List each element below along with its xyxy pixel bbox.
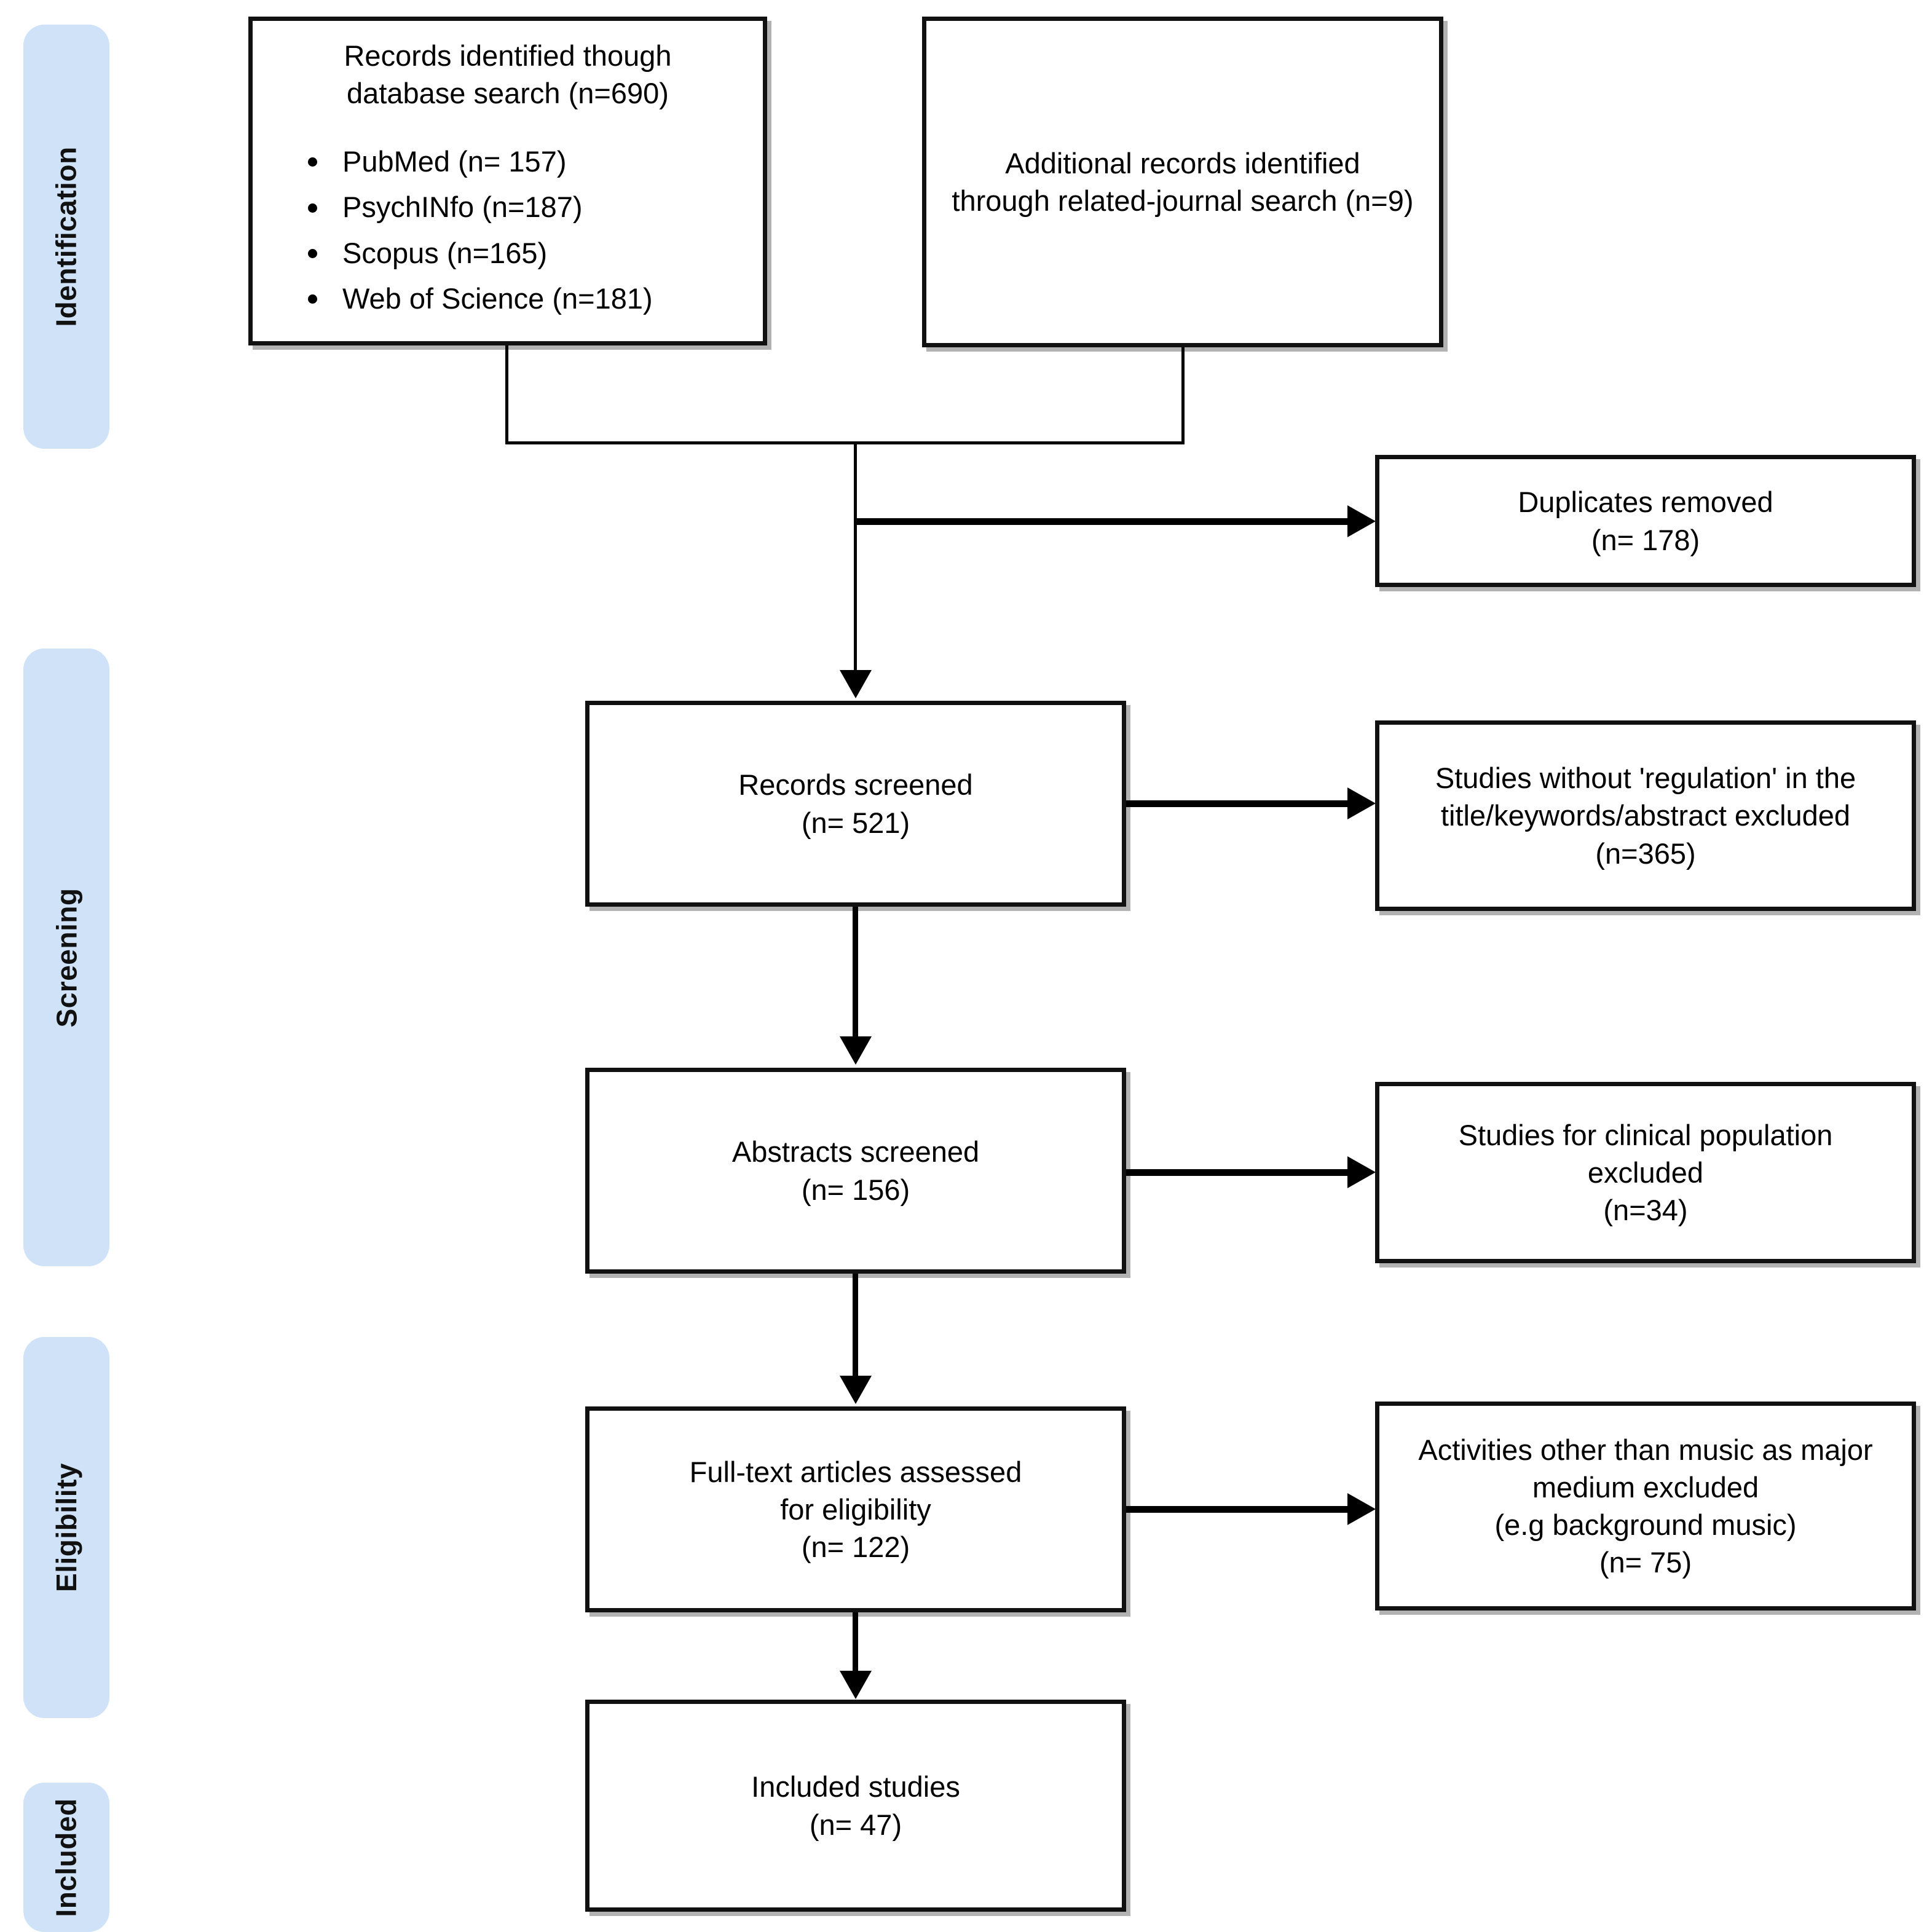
box-excluded-clinical-text: Studies for clinical population excluded… (1458, 1118, 1833, 1227)
list-item-label: PubMed (n= 157) (342, 145, 567, 178)
stage-tab-identification-label: Identification (50, 146, 83, 327)
box-included-studies: Included studies (n= 47) (585, 1700, 1126, 1912)
arrowhead-to-records-screened (840, 670, 872, 698)
bullet-icon (308, 203, 317, 213)
list-item: Scopus (n=165) (308, 231, 747, 276)
connector-merge-trunk (854, 441, 857, 672)
arrowhead-to-abstracts-screened (840, 1036, 872, 1065)
bullet-icon (308, 157, 317, 167)
arrowhead-to-excluded-clinical (1347, 1156, 1376, 1188)
box-excluded-no-regulation: Studies without 'regulation' in the titl… (1375, 720, 1916, 911)
box-included-studies-text: Included studies (n= 47) (751, 1770, 960, 1841)
box-duplicates-removed: Duplicates removed (n= 178) (1375, 455, 1916, 587)
arrowhead-to-included-studies (840, 1671, 872, 1699)
box-excluded-non-music: Activities other than music as major med… (1375, 1402, 1916, 1611)
stage-tab-screening: Screening (23, 649, 109, 1266)
stage-tab-identification: Identification (23, 25, 109, 449)
bullet-icon (308, 248, 317, 258)
box-database-search: Records identified though database searc… (248, 17, 767, 345)
stage-tab-eligibility: Eligibility (23, 1337, 109, 1718)
list-item: PubMed (n= 157) (308, 139, 747, 184)
box-fulltext-assessed-text: Full-text articles assessed for eligibil… (689, 1455, 1022, 1564)
arrowhead-to-excluded-no-regulation (1347, 787, 1376, 819)
connector-abstracts-to-fulltext (853, 1274, 858, 1378)
box-fulltext-assessed: Full-text articles assessed for eligibil… (585, 1406, 1126, 1612)
list-item: PsychINfo (n=187) (308, 184, 747, 230)
box-excluded-clinical: Studies for clinical population excluded… (1375, 1082, 1916, 1263)
arrowhead-to-excluded-non-music (1347, 1493, 1376, 1525)
connector-records-to-excluded (1126, 800, 1352, 807)
list-item: Web of Science (n=181) (308, 276, 747, 321)
arrowhead-to-fulltext-assessed (840, 1376, 872, 1404)
box-database-search-heading: Records identified though database searc… (344, 39, 672, 110)
list-item-label: Web of Science (n=181) (342, 282, 653, 315)
box-additional-records: Additional records identified through re… (922, 17, 1443, 347)
connector-fulltext-to-included (853, 1612, 858, 1674)
connector-abstracts-to-excluded-clinical (1126, 1169, 1352, 1176)
stage-tab-eligibility-label: Eligibility (50, 1463, 82, 1592)
stage-tab-included-label: Included (50, 1797, 82, 1917)
connector-records-to-abstracts (853, 907, 858, 1039)
list-item-label: Scopus (n=165) (342, 236, 548, 269)
connector-additional-records-down (1181, 347, 1185, 444)
stage-tab-included: Included (23, 1783, 109, 1932)
stage-tab-screening-label: Screening (50, 888, 83, 1027)
box-records-screened: Records screened (n= 521) (585, 701, 1126, 907)
connector-fulltext-to-excluded-non-music (1126, 1506, 1352, 1513)
list-item-label: PsychINfo (n=187) (342, 191, 583, 224)
connector-database-search-down (505, 345, 508, 444)
box-excluded-no-regulation-text: Studies without 'regulation' in the titl… (1435, 762, 1856, 870)
box-duplicates-removed-text: Duplicates removed (n= 178) (1518, 486, 1773, 556)
box-abstracts-screened-text: Abstracts screened (n= 156) (731, 1135, 980, 1206)
box-database-search-list: PubMed (n= 157) PsychINfo (n=187) Scopus… (269, 139, 747, 321)
box-abstracts-screened: Abstracts screened (n= 156) (585, 1068, 1126, 1274)
box-additional-records-text: Additional records identified through re… (952, 146, 1414, 217)
arrowhead-to-duplicates-removed (1347, 505, 1376, 537)
connector-to-duplicates-removed (854, 518, 1352, 525)
box-excluded-non-music-text: Activities other than music as major med… (1418, 1433, 1873, 1579)
bullet-icon (308, 294, 317, 304)
box-records-screened-text: Records screened (n= 521) (738, 768, 973, 839)
connector-merge-bar (505, 441, 1185, 444)
